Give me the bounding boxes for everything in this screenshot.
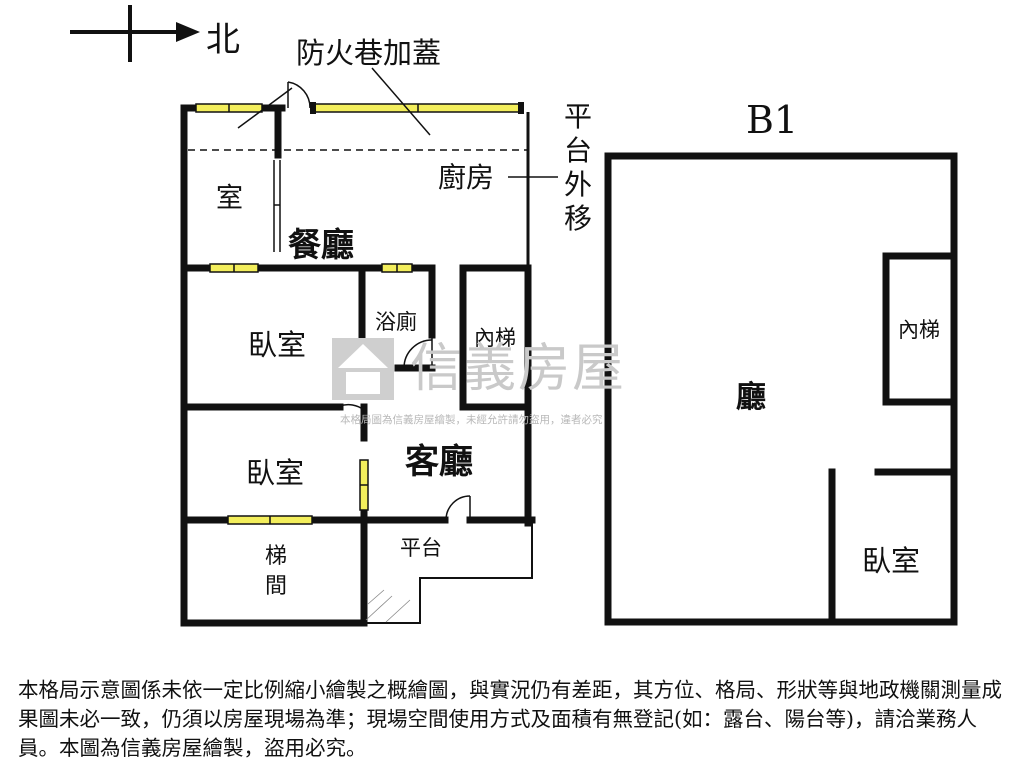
- windows-floor-1: [195, 103, 522, 525]
- room-label-inner-stair: 內梯: [474, 326, 516, 350]
- platform-outline: [364, 520, 533, 624]
- room-label-kitchen: 廚房: [438, 161, 495, 194]
- room-label-small-room: 室: [216, 183, 243, 214]
- watermark-brand-text: 信義房屋: [410, 339, 627, 399]
- compass-north-label: 北: [206, 20, 240, 60]
- leader-lines: [237, 67, 558, 178]
- watermark: 信義房屋: [332, 338, 692, 400]
- watermark-note: 本格局圖為信義房屋繪製，未經允許請勿盜用，違者必究: [340, 414, 603, 426]
- window-caps: [310, 102, 524, 114]
- north-arrow-icon: [70, 5, 200, 62]
- room-label-platform: 平台: [400, 536, 442, 560]
- room-label-b1-inner-stair: 內梯: [898, 318, 940, 342]
- room-label-b1-bedroom: 臥室: [862, 544, 921, 578]
- room-label-bedroom-1: 臥室: [248, 328, 307, 362]
- floor-b1-title: B1: [746, 98, 799, 142]
- platform-hatch: [365, 589, 411, 623]
- room-label-dining: 餐廳: [288, 225, 354, 264]
- fire-lane-annotation: 防火巷加蓋: [296, 36, 442, 70]
- disclaimer-text: 本格局示意圖係未依一定比例縮小繪製之概繪圖，與實況仍有差距，其方位、格局、形狀等…: [18, 678, 1002, 760]
- room-label-b1-hall: 廳: [736, 380, 766, 415]
- room-label-bath: 浴廁: [375, 310, 417, 334]
- floor-b1-walls: [604, 152, 958, 626]
- room-label-stairwell: 梯間: [264, 544, 287, 599]
- room-label-bedroom-2: 臥室: [246, 456, 305, 490]
- platform-moved-annotation: 平台外移: [563, 100, 592, 235]
- sliding-door: [273, 160, 281, 252]
- brand-logo-icon: [332, 338, 394, 400]
- room-label-living: 客廳: [405, 442, 473, 482]
